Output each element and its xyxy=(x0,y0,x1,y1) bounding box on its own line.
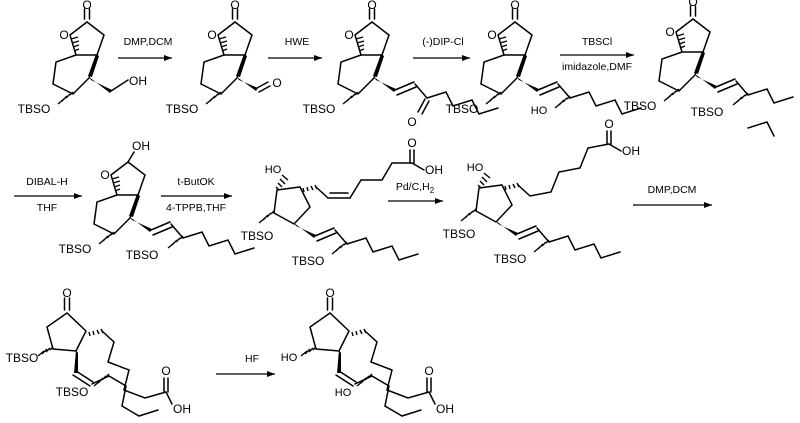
reaction-arrow-6: t-ButOK 4-TPPB,THF xyxy=(161,176,232,214)
atom-label-HO: HO xyxy=(531,105,548,117)
reaction-arrow-3: (-)DIP-Cl xyxy=(413,36,470,61)
atom-label-O: O xyxy=(325,286,334,300)
atom-label-TBSO: TBSO xyxy=(446,102,479,116)
atom-label-O: O xyxy=(161,364,170,378)
reagent-label-above: Pd/C,H2 xyxy=(396,181,435,195)
reagent-label-above: HF xyxy=(245,353,259,365)
atom-label-O: O xyxy=(207,28,216,42)
reagent-label-above: DMP,DCM xyxy=(124,36,173,48)
atom-label-O: O xyxy=(665,25,674,39)
atom-label-O: O xyxy=(424,364,433,378)
reaction-arrow-8: DMP,DCM xyxy=(633,184,712,208)
atom-label-OH: OH xyxy=(425,163,443,177)
atom-label-O: O xyxy=(59,28,68,42)
atom-label-TBSO: TBSO xyxy=(126,248,159,262)
atom-label-TBSO: TBSO xyxy=(292,254,325,268)
atom-label-OH: OH xyxy=(622,144,640,158)
atom-label-OH: OH xyxy=(436,402,454,416)
structure-bis-tbs-ketone-acid: O TBSO O OH xyxy=(6,286,191,417)
structure-prostaglandin-e2: O HO O OH HO xyxy=(281,286,454,417)
atom-label-O: O xyxy=(407,136,416,150)
atom-label-TBSO: TBSO xyxy=(59,242,92,256)
atom-label-HO: HO xyxy=(281,352,298,364)
reagent-label-below: 4-TPPB,THF xyxy=(166,202,226,214)
atom-label-HO: HO xyxy=(467,162,484,174)
atom-label-O: O xyxy=(62,286,71,300)
structure-lactol: OH O TBSO TBSO xyxy=(59,139,255,262)
reaction-arrow-2: HWE xyxy=(268,36,322,61)
atom-label-TBSO: TBSO xyxy=(691,105,724,119)
reagent-label-below: THF xyxy=(37,202,57,214)
atom-label-HO: HO xyxy=(265,164,282,176)
structure-wittig-acid: HO TBSO O OH xyxy=(241,136,443,268)
structure-hwe-enone: O O TBSO O xyxy=(303,0,499,129)
atom-label-OH: OH xyxy=(132,139,150,153)
atom-label-O: O xyxy=(367,0,376,12)
reagent-label-above: TBSCl xyxy=(582,36,612,48)
reaction-arrow-5: DIBAL-H THF xyxy=(14,176,82,214)
atom-label-TBSO: TBSO xyxy=(18,102,51,116)
atom-label-TBSO: TBSO xyxy=(6,351,39,365)
atom-label-TBSO: TBSO xyxy=(624,99,657,113)
atom-label-O: O xyxy=(344,28,353,42)
atom-label-O: O xyxy=(407,115,416,129)
atom-label-TBSO: TBSO xyxy=(56,385,89,399)
atom-label-TBSO: TBSO xyxy=(241,229,274,243)
structure-bis-tbs-lactone: O O TBSO TBSO xyxy=(624,0,794,137)
atom-label-OH: OH xyxy=(129,74,147,88)
atom-label-O: O xyxy=(688,0,697,9)
atom-label-O: O xyxy=(230,0,239,12)
reagent-label-above: (-)DIP-Cl xyxy=(422,36,463,48)
reaction-arrow-9: HF xyxy=(216,353,275,377)
reagent-label-above: DMP,DCM xyxy=(648,184,697,196)
structure-corey-lactone-aldehyde: O O TBSO O xyxy=(166,0,282,116)
atom-label-TBSO: TBSO xyxy=(443,227,476,241)
atom-label-O: O xyxy=(100,168,109,182)
atom-label-TBSO: TBSO xyxy=(303,102,336,116)
reagent-label-above: t-ButOK xyxy=(177,176,214,188)
atom-label-O: O xyxy=(272,76,281,90)
atom-label-O: O xyxy=(510,0,519,12)
reagent-label-above: HWE xyxy=(285,36,310,48)
reaction-arrow-4: TBSCl imidazole,DMF xyxy=(560,36,634,73)
atom-label-OH: OH xyxy=(173,402,191,416)
structure-saturated-acid: HO TBSO O OH TBSO xyxy=(443,117,640,266)
reagent-label-below: imidazole,DMF xyxy=(562,61,632,73)
structure-corey-lactone-alcohol: O O TBSO OH xyxy=(18,0,147,116)
reaction-arrow-7: Pd/C,H2 xyxy=(388,181,443,204)
atom-label-TBSO: TBSO xyxy=(166,102,199,116)
reaction-arrow-1: DMP,DCM xyxy=(118,36,172,61)
atom-label-TBSO: TBSO xyxy=(494,252,527,266)
atom-label-O: O xyxy=(604,117,613,131)
structure-allylic-alcohol: O O TBSO HO xyxy=(446,0,642,117)
atom-label-HO: HO xyxy=(335,387,352,399)
atom-label-O: O xyxy=(487,28,496,42)
atom-label-O: O xyxy=(82,0,91,12)
reagent-label-above: DIBAL-H xyxy=(26,176,67,188)
